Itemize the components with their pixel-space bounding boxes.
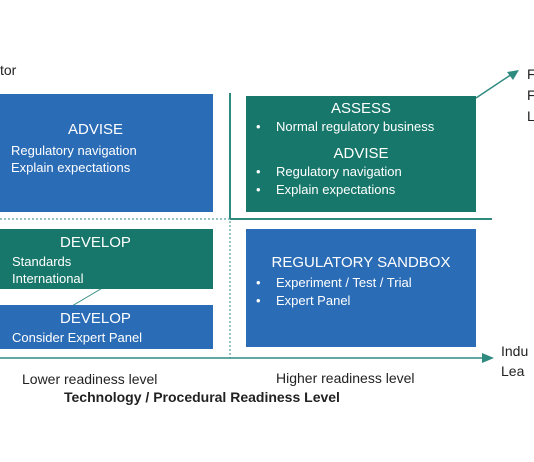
regulatory-sandbox-box: REGULATORY SANDBOX Experiment / Test / T… (246, 229, 476, 347)
develop-title-2: DEVELOP (60, 310, 131, 327)
advise-line-2: Explain expectations (11, 160, 131, 175)
right-bottom-label-2: Lea (501, 363, 525, 379)
advise-title: ADVISE (68, 121, 124, 138)
assess-title: ASSESS (330, 100, 392, 117)
develop-line-expert-panel: Consider Expert Panel (12, 330, 143, 345)
right-top-label-3: L (527, 108, 534, 124)
sandbox-item-2: Expert Panel (246, 292, 476, 310)
advise-item-2: Explain expectations (246, 181, 476, 199)
right-bottom-labels: Indu Lea (501, 341, 528, 381)
assess-item: Normal regulatory business (246, 118, 476, 136)
develop-line-international: International (12, 271, 84, 286)
right-top-label-1: F (527, 66, 534, 82)
advise-list-right: Regulatory navigation Explain expectatio… (246, 163, 476, 199)
advise-box-top-left: ADVISE Regulatory navigation Explain exp… (0, 94, 213, 212)
diagonal-arrow-line (475, 73, 513, 99)
sandbox-item-1: Experiment / Test / Trial (246, 274, 476, 292)
assess-advise-box: ASSESS Normal regulatory business ADVISE… (246, 96, 476, 212)
axis-higher-label: Higher readiness level (276, 370, 415, 386)
advise-line-1: Regulatory navigation (11, 143, 137, 158)
x-axis-arrowhead (482, 353, 494, 363)
axis-title: Technology / Procedural Readiness Level (64, 389, 340, 405)
diagonal-arrowhead (507, 70, 519, 80)
right-bottom-label-1: Indu (501, 343, 529, 359)
right-top-label-2: F (527, 87, 534, 103)
sandbox-list: Experiment / Test / Trial Expert Panel (246, 274, 476, 310)
advise-title-right: ADVISE (333, 145, 389, 162)
develop-box-standards: DEVELOP Standards International (0, 229, 213, 289)
advise-item-1: Regulatory navigation (246, 163, 476, 181)
axis-lower-label: Lower readiness level (22, 371, 158, 387)
sandbox-title: REGULATORY SANDBOX (271, 254, 451, 271)
assess-list: Normal regulatory business (246, 118, 476, 136)
develop-box-expert: DEVELOP Consider Expert Panel (0, 305, 213, 349)
develop-line-standards: Standards (12, 254, 72, 269)
corner-top-left-label: tor (0, 62, 17, 78)
develop-title-1: DEVELOP (60, 234, 131, 251)
right-top-labels: F F L (527, 64, 534, 127)
